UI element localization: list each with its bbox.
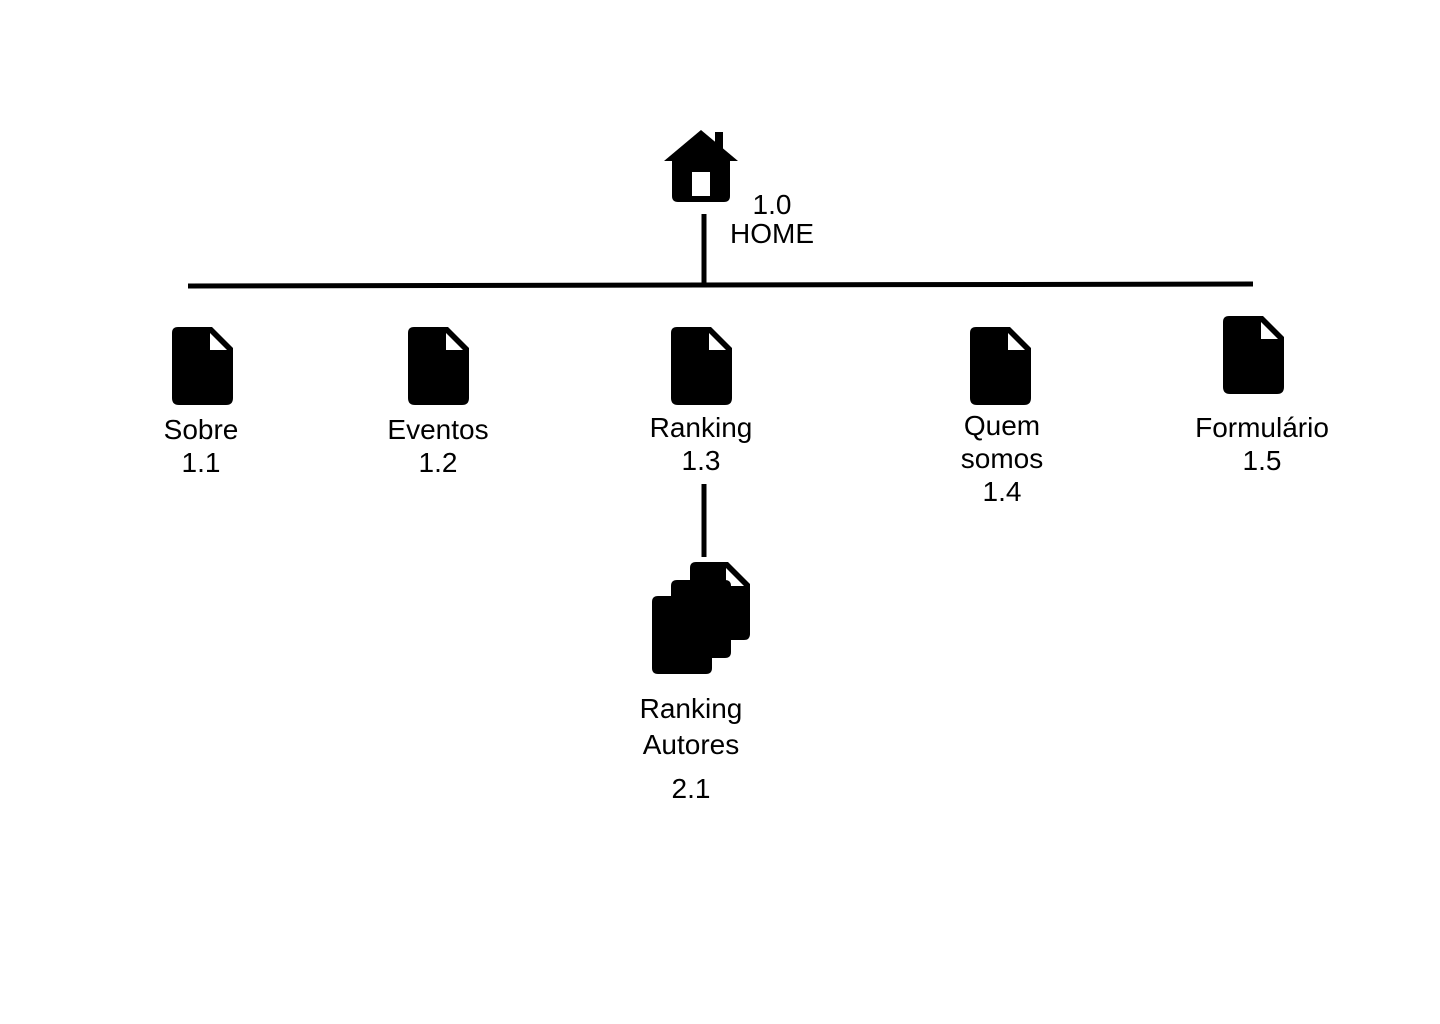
- subpage-title: Ranking: [639, 693, 743, 724]
- root-number: 1.0: [752, 189, 792, 220]
- subpage-number-ranking-autores: 2.1: [672, 772, 711, 805]
- page-label-formulario: Formulário 1.5: [1195, 411, 1329, 477]
- page-title: somos: [960, 443, 1044, 474]
- subpage-label-ranking-autores: Ranking Autores: [640, 691, 743, 763]
- horizontal-branch-line: [187, 281, 1254, 289]
- page-title: Eventos: [387, 414, 489, 445]
- document-icon: [970, 327, 1031, 405]
- page-number: 1.1: [181, 447, 221, 478]
- multiple-documents-icon: [652, 562, 750, 674]
- page-number: 1.3: [681, 445, 721, 476]
- page-title: Sobre: [163, 414, 239, 445]
- page-label-quem-somos: Quem somos 1.4: [961, 409, 1043, 508]
- document-icon: [172, 327, 233, 405]
- page-title: Formulário: [1195, 412, 1329, 443]
- root-label: 1.0 HOME: [730, 190, 814, 248]
- page-number: 1.4: [982, 476, 1022, 507]
- subpage-title: Autores: [642, 729, 740, 760]
- page-title: Quem: [963, 410, 1041, 441]
- page-label-ranking: Ranking 1.3: [650, 411, 753, 477]
- subpage-number: 2.1: [671, 773, 711, 804]
- house-icon: [664, 130, 738, 202]
- page-label-sobre: Sobre 1.1: [164, 413, 239, 479]
- page-number: 1.2: [418, 447, 458, 478]
- root-title: HOME: [730, 218, 814, 249]
- page-title: Ranking: [649, 412, 753, 443]
- document-icon: [408, 327, 469, 405]
- document-icon: [671, 327, 732, 405]
- page-label-eventos: Eventos 1.2: [387, 413, 488, 479]
- page-number: 1.5: [1242, 445, 1282, 476]
- document-icon: [1223, 316, 1284, 394]
